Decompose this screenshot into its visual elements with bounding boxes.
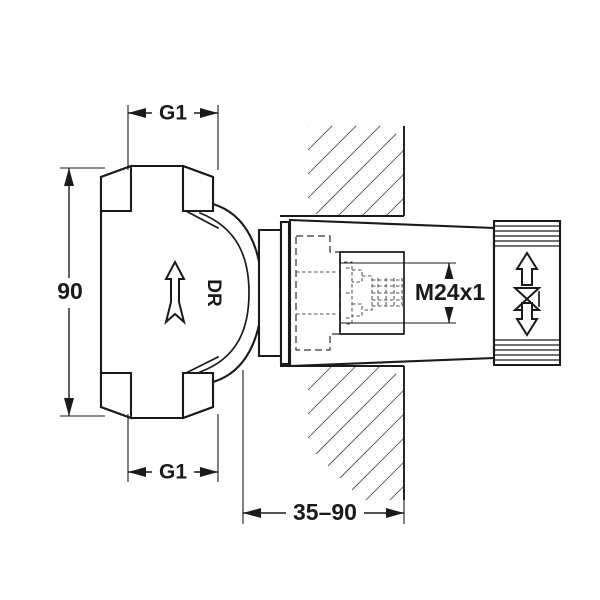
dimension-m24x1: M24x1 <box>340 262 490 324</box>
arrowhead-left <box>128 467 146 477</box>
cap-up-arrow <box>515 251 539 286</box>
dimension-g1-top: G1 <box>127 100 219 170</box>
hidden-nut-outline <box>295 235 341 351</box>
valve-body-group: DR <box>99 164 264 420</box>
arrowhead-right <box>200 108 218 118</box>
extension-sleeve-group <box>257 218 496 368</box>
hex-nut-bottom-right <box>181 371 215 420</box>
dim-label-bg <box>152 459 194 485</box>
hex-nut-top-right <box>181 164 215 213</box>
hex-nut-top-left <box>99 164 133 213</box>
dimension-g1-bottom: G1 <box>127 414 219 485</box>
chamfer-bottom <box>184 355 220 375</box>
sleeve-inner-bore <box>339 251 405 335</box>
dim-label-bg <box>152 100 194 126</box>
sleeve-flange <box>279 220 291 366</box>
arrowhead-down <box>444 305 454 323</box>
arrowhead-down <box>64 398 74 416</box>
arrowhead-left <box>243 508 261 518</box>
body-inner-arc <box>198 211 250 374</box>
cap-down-arrow <box>515 302 539 337</box>
dimension-label-depth-range: 35–90 <box>293 499 357 525</box>
arrowhead-right <box>386 508 404 518</box>
hex-nut-bottom-left <box>99 371 133 420</box>
valve-neck <box>257 228 283 358</box>
end-cap-ribs-bottom <box>495 339 559 361</box>
dimension-label-g1-top: G1 <box>159 102 187 125</box>
dim-label-bg <box>410 279 490 307</box>
end-cap-ribs-top <box>495 225 559 247</box>
dimension-depth-range: 35–90 <box>242 370 405 527</box>
arrowhead-up <box>444 263 454 281</box>
end-cap-group <box>492 219 562 367</box>
chamfer-top <box>184 209 220 230</box>
arrowhead-left <box>128 108 146 118</box>
flow-direction-arrow <box>164 259 186 325</box>
dimension-label-g1-bottom: G1 <box>159 461 187 484</box>
dimension-label-height-90: 90 <box>57 278 83 304</box>
dimension-label-m24x1: M24x1 <box>415 279 486 305</box>
dimension-height-90: 90 <box>52 167 105 417</box>
dim-label-bg <box>52 278 88 308</box>
dr-marking: DR <box>203 279 224 307</box>
arrowhead-up <box>64 168 74 186</box>
threaded-spindle-hidden <box>344 261 404 325</box>
arrowhead-right <box>200 467 218 477</box>
dim-label-bg <box>286 499 364 527</box>
